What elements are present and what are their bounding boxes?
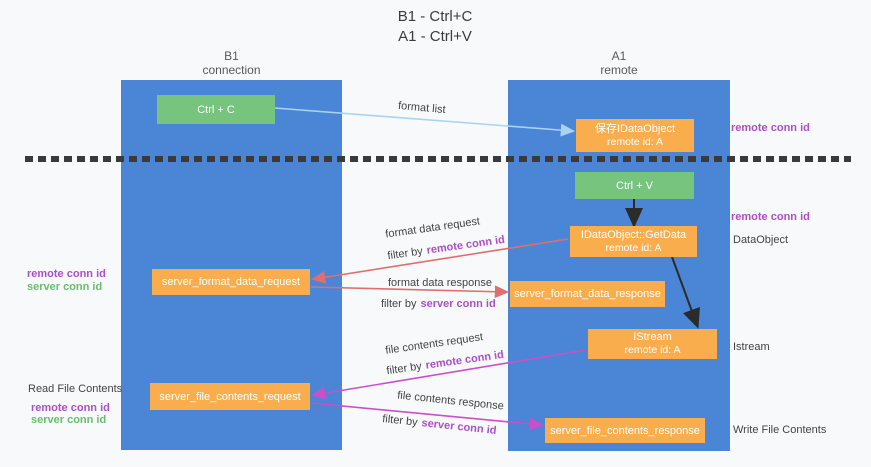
label-format-list: format list: [397, 99, 447, 117]
left-remote-conn-id-1: remote conn id: [27, 268, 106, 280]
getdata-line2: remote id: A: [605, 241, 662, 254]
server-conn-id-text: server conn id: [420, 298, 496, 310]
left-server-conn-id-1: server conn id: [27, 281, 103, 293]
node-server-file-contents-response: server_file_contents_response: [545, 418, 705, 443]
server-conn-id-text: server conn id: [420, 417, 497, 437]
node-save-idataobject: 保存IDataObject remote id: A: [576, 119, 694, 152]
diagram-title: B1 - Ctrl+C A1 - Ctrl+V: [300, 7, 570, 47]
node-ctrl-c: Ctrl + C: [157, 95, 275, 124]
dataobject-label: DataObject: [733, 234, 789, 246]
label-file-contents-response: file contents response: [396, 389, 505, 413]
remote-conn-id-badge-top: remote conn id: [731, 122, 810, 134]
left-server-conn-id-2: server conn id: [31, 414, 107, 426]
left-column-header: B1 connection: [121, 49, 342, 77]
left-remote-conn-id-2: remote conn id: [31, 402, 110, 414]
remote-conn-id-text: remote conn id: [424, 348, 505, 372]
left-column-role: connection: [202, 63, 261, 77]
save-idataobject-line1: 保存IDataObject: [594, 122, 676, 135]
filter-by-text: filter by: [386, 245, 424, 263]
machine-divider-dashed-line: [25, 156, 851, 162]
node-server-format-data-response: server_format_data_response: [510, 281, 665, 307]
node-server-file-contents-request: server_file_contents_request: [150, 383, 310, 410]
read-file-contents-label: Read File Contents: [28, 383, 123, 395]
label-format-data-request: format data request: [384, 215, 481, 241]
istream-label: Istream: [733, 341, 770, 353]
left-column-name: B1: [224, 49, 239, 63]
right-column-header: A1 remote: [508, 49, 730, 77]
write-file-contents-label: Write File Contents: [733, 424, 827, 436]
node-idataobject-getdata: IDataObject::GetData remote id: A: [570, 226, 697, 257]
node-server-format-data-request: server_format_data_request: [152, 269, 310, 295]
filter-by-text: filter by: [381, 413, 419, 429]
title-line-2: A1 - Ctrl+V: [398, 28, 472, 45]
filter-by-text: filter by: [381, 298, 417, 310]
right-column-name: A1: [611, 49, 627, 63]
istream-line2: remote id: A: [624, 344, 681, 356]
node-ctrl-v: Ctrl + V: [575, 172, 694, 199]
save-idataobject-line2: remote id: A: [606, 135, 664, 148]
title-line-1: B1 - Ctrl+C: [397, 8, 473, 25]
getdata-line1: IDataObject::GetData: [580, 228, 687, 241]
right-column-role: remote: [600, 63, 638, 77]
remote-conn-id-badge-mid: remote conn id: [731, 211, 810, 223]
remote-conn-id-text: remote conn id: [425, 233, 506, 257]
filter-by-text: filter by: [385, 360, 423, 378]
istream-line1: IStream: [633, 331, 672, 343]
node-istream: IStream remote id: A: [588, 329, 717, 359]
label-format-data-response: format data response: [388, 277, 492, 289]
